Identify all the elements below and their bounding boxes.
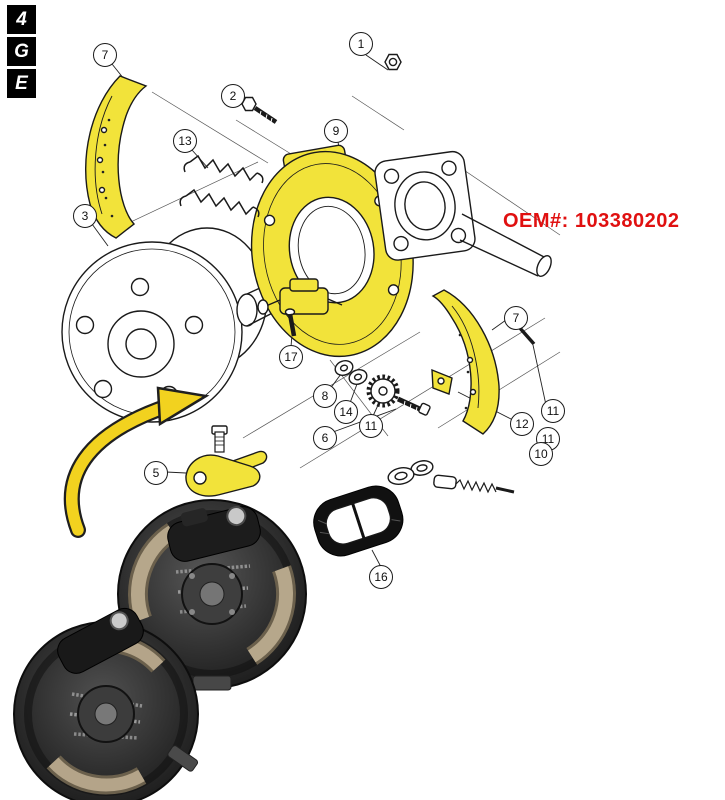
pointer-arrow [63, 386, 210, 538]
corner-tabs: 4 G E [7, 5, 36, 98]
axle-nut [384, 53, 402, 71]
wheel-cylinder [257, 278, 343, 315]
axle-tube [459, 213, 552, 277]
rubber-boot [313, 485, 404, 557]
oem-number: OEM#: 103380202 [503, 210, 680, 232]
anchor-pin [512, 320, 536, 346]
clevis-pin [284, 308, 297, 337]
brake-cable [387, 460, 515, 494]
product-photo-upper [117, 499, 307, 691]
product-photo-lower [13, 607, 199, 800]
brake-shoe-left [84, 75, 148, 239]
axle-flange [374, 150, 476, 261]
mounting-bolt [241, 96, 278, 124]
brake-lever [185, 425, 268, 497]
brake-shoe-right [431, 289, 500, 435]
shoe-retainer [431, 368, 453, 395]
adjuster-parts [334, 360, 431, 416]
corner-tab-2: G [7, 37, 36, 66]
brake-drum [61, 227, 268, 423]
return-springs [179, 154, 264, 218]
corner-tab-3: E [7, 69, 36, 98]
corner-tab-1: 4 [7, 5, 36, 34]
